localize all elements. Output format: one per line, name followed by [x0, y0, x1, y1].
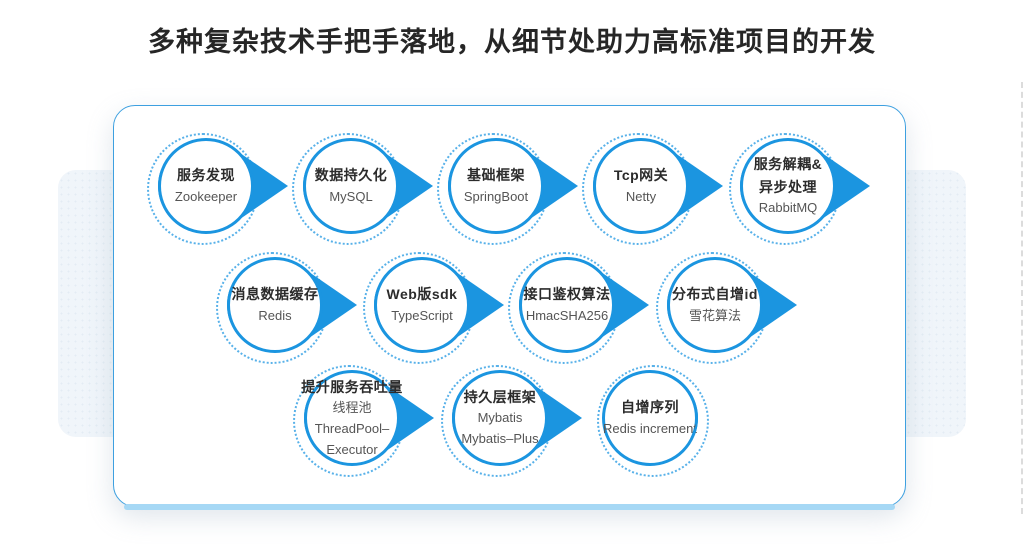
bubble-title: 自增序列 — [621, 399, 679, 416]
tech-bubble-springboot: 基础框架 SpringBoot — [437, 130, 578, 245]
bubble-subtitle: RabbitMQ — [758, 199, 818, 215]
tech-bubble-threadpool: 提升服务吞吐量 线程池 ThreadPool– Executor — [293, 362, 434, 477]
bubble-disc: 数据持久化 MySQL — [303, 138, 399, 234]
bubble-disc: 提升服务吞吐量 线程池 ThreadPool– Executor — [301, 370, 403, 466]
tech-bubble-mysql: 数据持久化 MySQL — [292, 130, 433, 245]
bubble-disc: 自增序列 Redis increment — [602, 370, 698, 466]
bubble-subtitle: MySQL — [329, 188, 373, 204]
tech-bubble-rabbitmq: 服务解耦& 异步处理 RabbitMQ — [729, 130, 870, 245]
bubble-subtitle-line2: Mybatis–Plus — [461, 431, 539, 447]
bubble-title: 接口鉴权算法 — [523, 286, 611, 303]
tech-bubble-snowflake-id: 分布式自增id 雪花算法 — [656, 249, 797, 364]
bubble-disc: 接口鉴权算法 HmacSHA256 — [519, 257, 615, 353]
bubble-subtitle: Zookeeper — [174, 188, 238, 204]
bubble-subtitle: TypeScript — [391, 307, 453, 323]
tech-bubble-mybatis: 持久层框架 Mybatis Mybatis–Plus — [441, 362, 582, 477]
bubble-title: 数据持久化 — [314, 167, 388, 184]
bubble-disc: 服务解耦& 异步处理 RabbitMQ — [740, 138, 836, 234]
tech-bubble-zookeeper: 服务发现 Zookeeper — [147, 130, 288, 245]
tech-bubble-redis: 消息数据缓存 Redis — [216, 249, 357, 364]
bubble-title: 分布式自增id — [672, 286, 758, 303]
bubble-title: 提升服务吞吐量 — [301, 378, 403, 395]
bubble-disc: Tcp网关 Netty — [593, 138, 689, 234]
tech-bubble-typescript: Web版sdk TypeScript — [363, 249, 504, 364]
page-title: 多种复杂技术手把手落地，从细节处助力高标准项目的开发 — [148, 27, 876, 57]
bubble-title: 基础框架 — [467, 167, 525, 184]
bubble-title: 持久层框架 — [463, 389, 537, 406]
page-edge-dashed-line — [1021, 82, 1023, 514]
bubble-disc: 消息数据缓存 Redis — [227, 257, 323, 353]
bubble-disc: Web版sdk TypeScript — [374, 257, 470, 353]
bubble-subtitle: HmacSHA256 — [525, 307, 609, 323]
bubble-subtitle: Netty — [625, 188, 657, 204]
bubble-disc: 基础框架 SpringBoot — [448, 138, 544, 234]
bubble-title-line2: 异步处理 — [759, 178, 817, 195]
bubble-subtitle: 雪花算法 — [688, 307, 741, 323]
dotted-ring — [597, 365, 709, 477]
bubble-disc: 服务发现 Zookeeper — [158, 138, 254, 234]
tech-bubble-netty: Tcp网关 Netty — [582, 130, 723, 245]
bubble-subtitle: 线程池 — [332, 399, 372, 415]
bubble-subtitle: SpringBoot — [463, 188, 529, 204]
bubble-title: 服务解耦& — [753, 156, 823, 173]
bubble-subtitle-line2: ThreadPool– — [314, 420, 390, 436]
bubble-title: 服务发现 — [177, 167, 235, 184]
bubble-subtitle: Redis — [258, 307, 292, 323]
bubble-title: 消息数据缓存 — [231, 286, 319, 303]
bubble-disc: 分布式自增id 雪花算法 — [667, 257, 763, 353]
bubble-subtitle-line3: Executor — [326, 441, 378, 457]
tech-bubble-hmacsha256: 接口鉴权算法 HmacSHA256 — [508, 249, 649, 364]
bubble-title: Tcp网关 — [613, 167, 669, 184]
bubble-title: Web版sdk — [386, 286, 458, 303]
bubble-subtitle: Mybatis — [477, 410, 523, 426]
bubble-disc: 持久层框架 Mybatis Mybatis–Plus — [452, 370, 548, 466]
bubble-subtitle: Redis increment — [603, 420, 697, 436]
tech-bubble-redis-increment: 自增序列 Redis increment — [594, 362, 709, 477]
